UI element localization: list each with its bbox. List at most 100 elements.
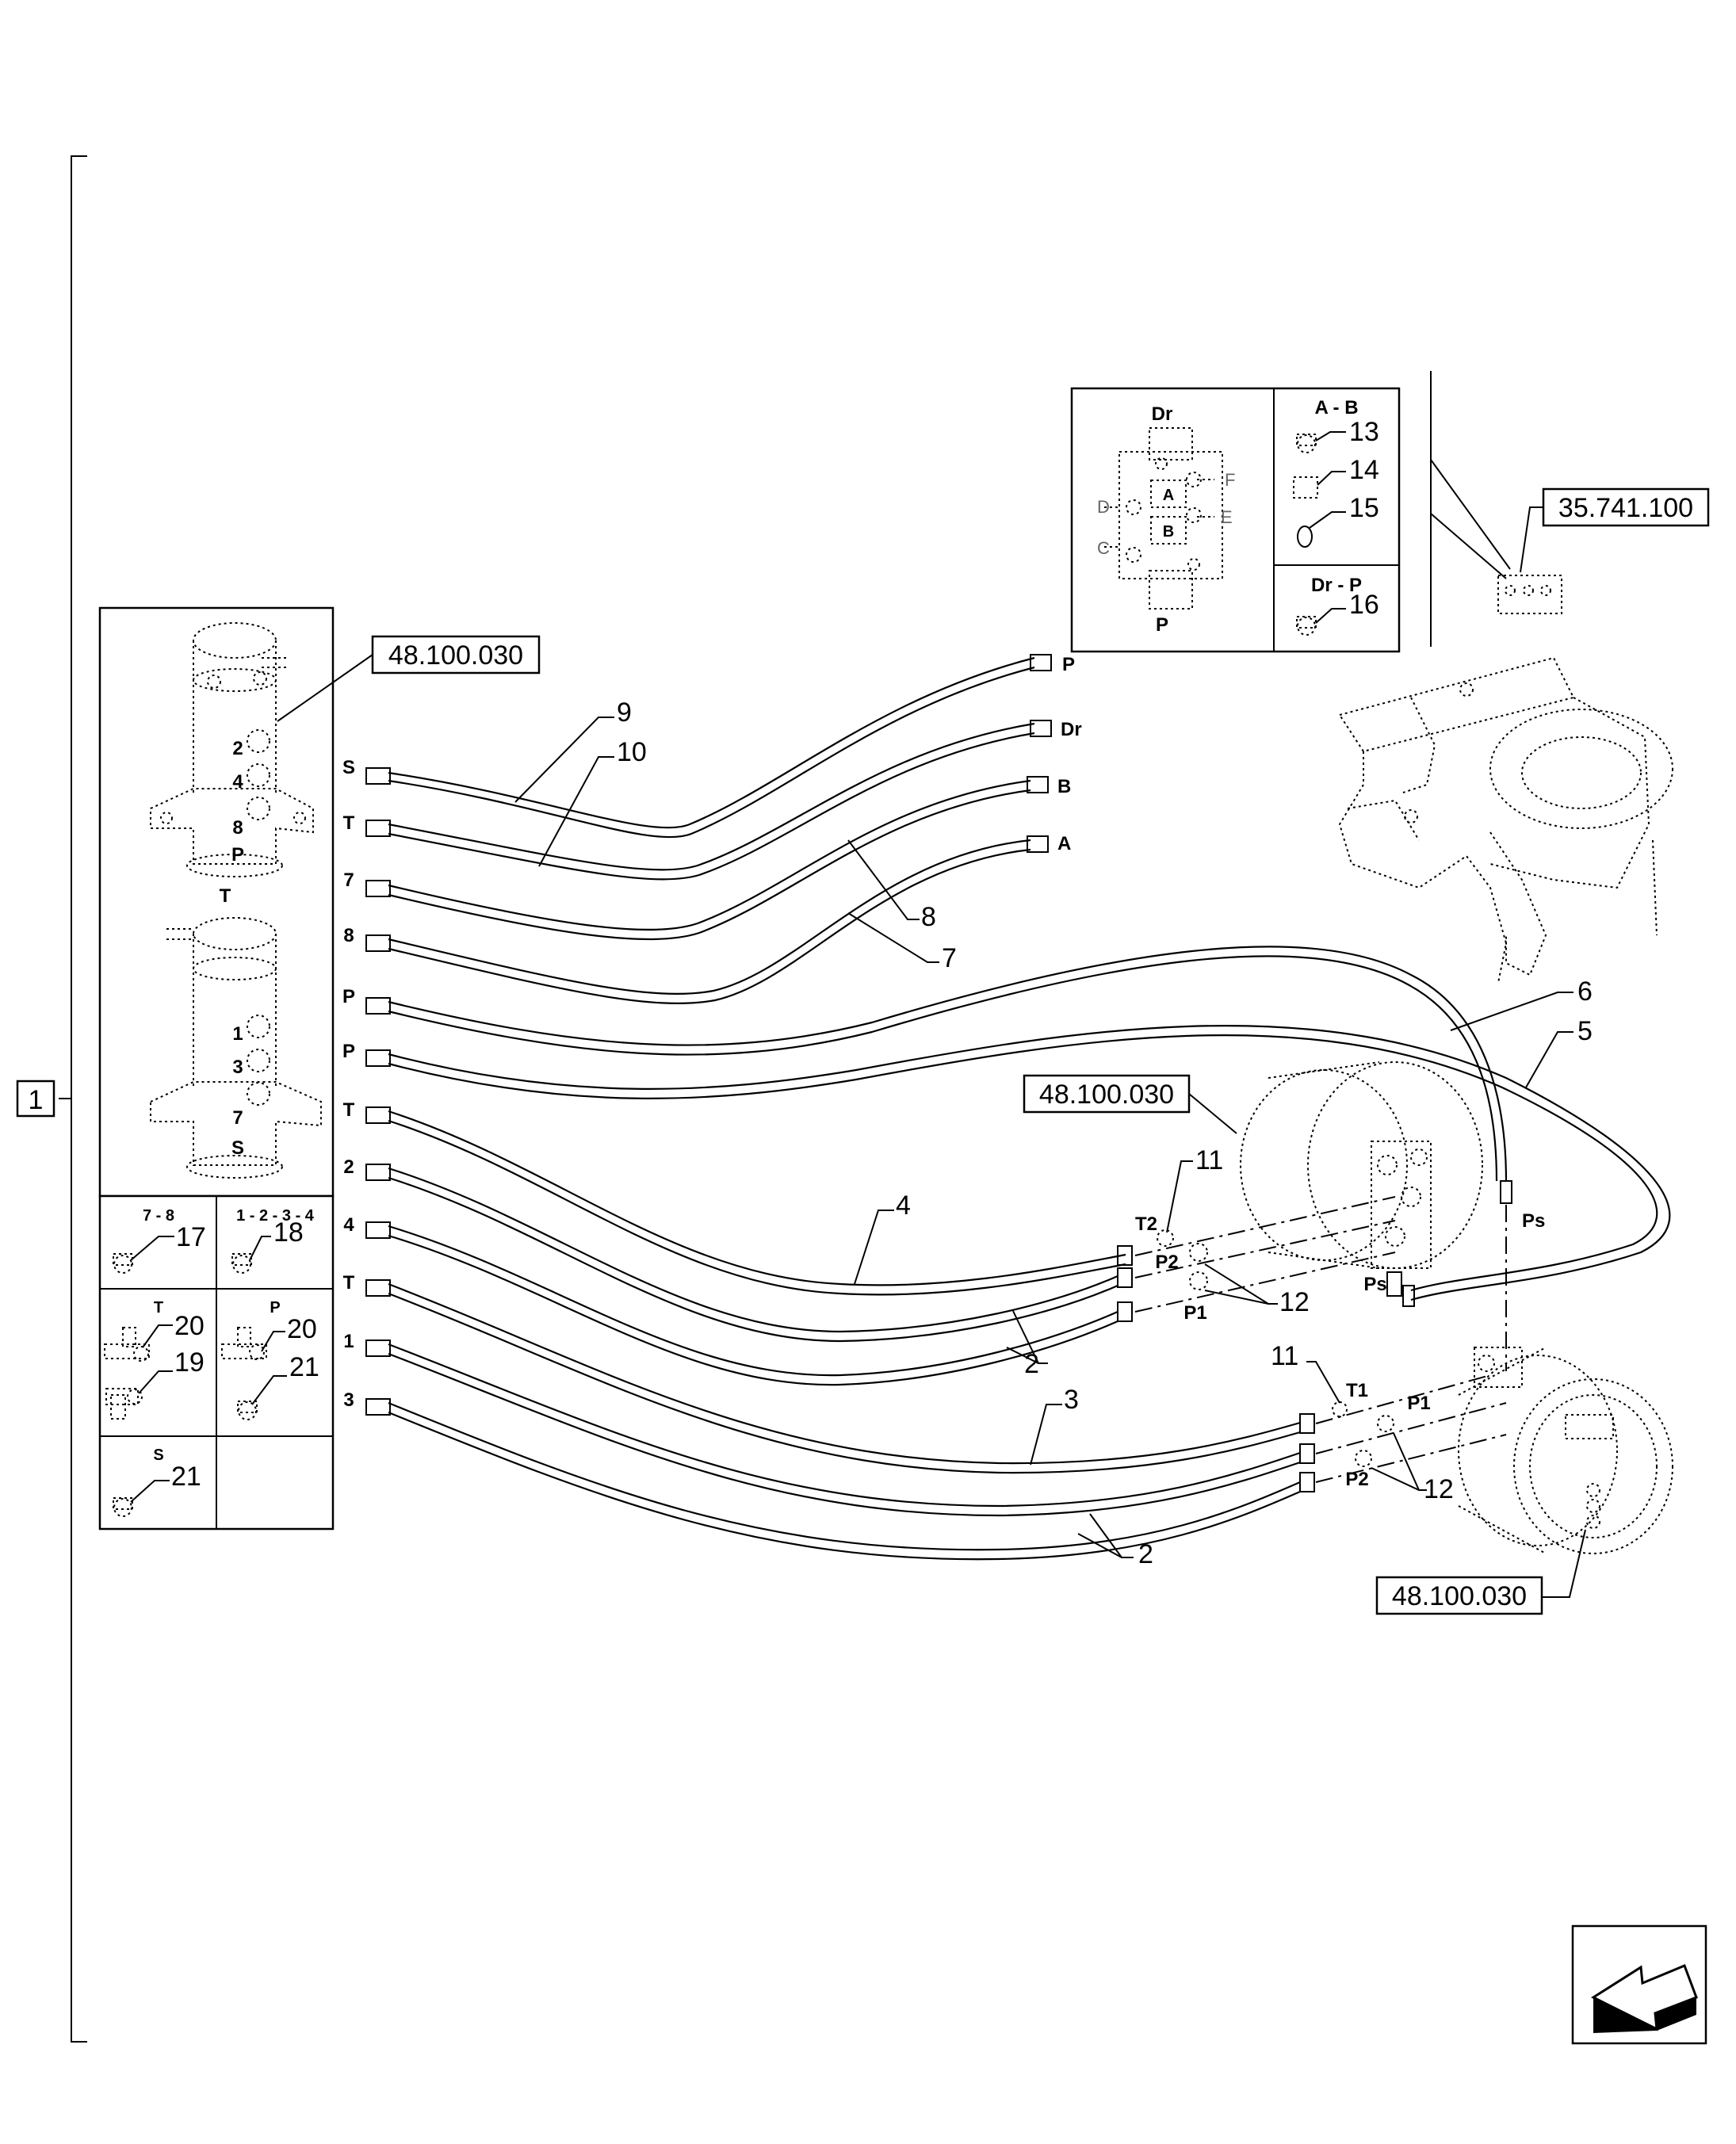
swivel-joint-panel: 2 4 8 P T 1 3 7 S [98, 606, 335, 1198]
hose-fittings-right: P Dr B A [1027, 654, 1082, 854]
port-ps-upper-motor: Ps [1363, 1274, 1386, 1295]
hose-2-upper-b [388, 1225, 1118, 1386]
part-18: 18 [273, 1217, 304, 1248]
hose-end-s: S [342, 757, 355, 778]
callout-2-upper: 2 [1024, 1349, 1039, 1379]
callout-5: 5 [1577, 1016, 1593, 1046]
hose-10 [388, 722, 1035, 881]
callout-8: 8 [921, 902, 936, 932]
hose-7 [388, 839, 1031, 1004]
valve-block-small [1497, 575, 1562, 614]
part-16: 16 [1349, 590, 1379, 620]
swivel-upper-port-4: 4 [232, 771, 243, 793]
reference-code: 48.100.030 [1392, 1581, 1527, 1611]
hose-2-upper-a [388, 1167, 1118, 1343]
tee-fitting-icon [221, 1327, 267, 1360]
hose-9 [388, 656, 1035, 839]
callout-3: 3 [1064, 1385, 1079, 1415]
hose-8 [388, 779, 1031, 941]
port-t2: T2 [1135, 1213, 1157, 1235]
part-21-p: 21 [289, 1352, 319, 1382]
table-header-t: T [154, 1299, 163, 1317]
swivel-lower-port-7: 7 [232, 1107, 243, 1129]
fitting-table: 7 - 8 17 1 - 2 - 3 - 4 18 T 20 19 P [98, 1194, 335, 1531]
valve-port-a: A [1163, 487, 1174, 504]
part-20-p: 20 [287, 1314, 317, 1344]
hose-3 [388, 1282, 1301, 1474]
table-header-7-8: 7 - 8 [143, 1207, 174, 1225]
callout-7: 7 [942, 943, 957, 973]
hose-2-lower-a [388, 1343, 1301, 1517]
hose-end-t: T [343, 1272, 355, 1294]
port-p1-lower: P1 [1407, 1393, 1430, 1414]
part-21-s: 21 [171, 1462, 201, 1492]
part-15: 15 [1349, 493, 1379, 523]
hose-5 [388, 1025, 1671, 1301]
callout-2-lower: 2 [1138, 1539, 1153, 1569]
callout-4: 4 [896, 1190, 911, 1221]
fitting-icon [231, 1253, 252, 1274]
swivel-joint-lower: 1 3 7 S [150, 917, 322, 1179]
hose-end-b-right: B [1057, 776, 1071, 797]
next-page-arrow-icon[interactable] [1571, 1924, 1707, 2045]
reference-box-valve: 35.741.100 [1430, 371, 1710, 647]
inset-header-dr-p: Dr - P [1311, 575, 1362, 596]
hose-2-lower-b [388, 1401, 1301, 1561]
o-ring-icon [1297, 525, 1313, 548]
part-14: 14 [1349, 455, 1379, 485]
reference-box-motor-upper: 48.100.030 [1023, 1074, 1237, 1134]
group-bracket: 1 [16, 155, 87, 2043]
hose-end-t: T [343, 812, 355, 834]
hose-4 [388, 1110, 1126, 1296]
hose-end-t: T [343, 1099, 355, 1121]
swivel-joint-upper: 2 4 8 P T [150, 622, 314, 907]
port-p1-upper: P1 [1183, 1302, 1206, 1324]
valve-port-b: B [1163, 523, 1174, 541]
table-header-p: P [270, 1299, 280, 1317]
swivel-upper-port-t: T [220, 885, 231, 907]
tee-fitting-icon [104, 1327, 150, 1362]
upper-motor-fittings: T2 P2 P1 [1117, 1196, 1396, 1324]
hose-end-p: P [342, 1041, 355, 1062]
reference-code: 48.100.030 [388, 640, 523, 671]
hose-end-dr-right: Dr [1061, 719, 1082, 740]
callout-11-lower: 11 [1271, 1341, 1298, 1371]
port-ps-lower-label: Ps [1522, 1210, 1545, 1232]
hose-end-a-right: A [1057, 833, 1071, 854]
nut-icon [1293, 476, 1318, 499]
valve-port-p: P [1156, 614, 1168, 636]
callout-12-upper: 12 [1279, 1287, 1310, 1317]
table-header-s: S [153, 1447, 163, 1464]
hose-end-p-right: P [1062, 654, 1075, 675]
valve-port-c: C [1097, 538, 1110, 558]
swivel-upper-port-p: P [231, 844, 244, 866]
callout-9: 9 [617, 697, 632, 728]
swivel-lower-port-3: 3 [232, 1057, 243, 1078]
table-header-1-2-3-4: 1 - 2 - 3 - 4 [236, 1207, 315, 1225]
hose-end-1: 1 [343, 1331, 354, 1352]
part-17: 17 [176, 1222, 206, 1252]
elbow-fitting-icon [105, 1388, 143, 1420]
lower-motor-fittings: T1 P1 P2 [1299, 1374, 1507, 1492]
swivel-upper-port-8: 8 [232, 817, 243, 839]
reference-code: 48.100.030 [1039, 1080, 1174, 1110]
valve-port-d: D [1097, 497, 1110, 517]
valve-port-dr: Dr [1152, 403, 1173, 425]
inset-header-a-b: A - B [1314, 397, 1358, 418]
hose-end-p: P [342, 986, 355, 1007]
travel-motor-upper: Ps [1240, 1061, 1483, 1297]
part-20-t: 20 [174, 1311, 205, 1341]
callout-12-lower: 12 [1424, 1474, 1454, 1504]
part-19: 19 [174, 1347, 205, 1378]
hose-fittings-left [365, 767, 391, 1416]
callouts: 9 10 8 7 6 5 4 2 3 2 11 12 11 12 [514, 697, 1593, 1569]
valve-inset: Dr P A B D C F E A - B 13 14 15 Dr - P 1… [1070, 387, 1401, 653]
swivel-lower-port-s: S [231, 1137, 244, 1159]
hoses [388, 656, 1671, 1561]
part-13: 13 [1349, 417, 1379, 447]
reference-code: 35.741.100 [1558, 493, 1693, 523]
hose-end-2: 2 [343, 1156, 354, 1178]
port-t1: T1 [1346, 1380, 1368, 1401]
